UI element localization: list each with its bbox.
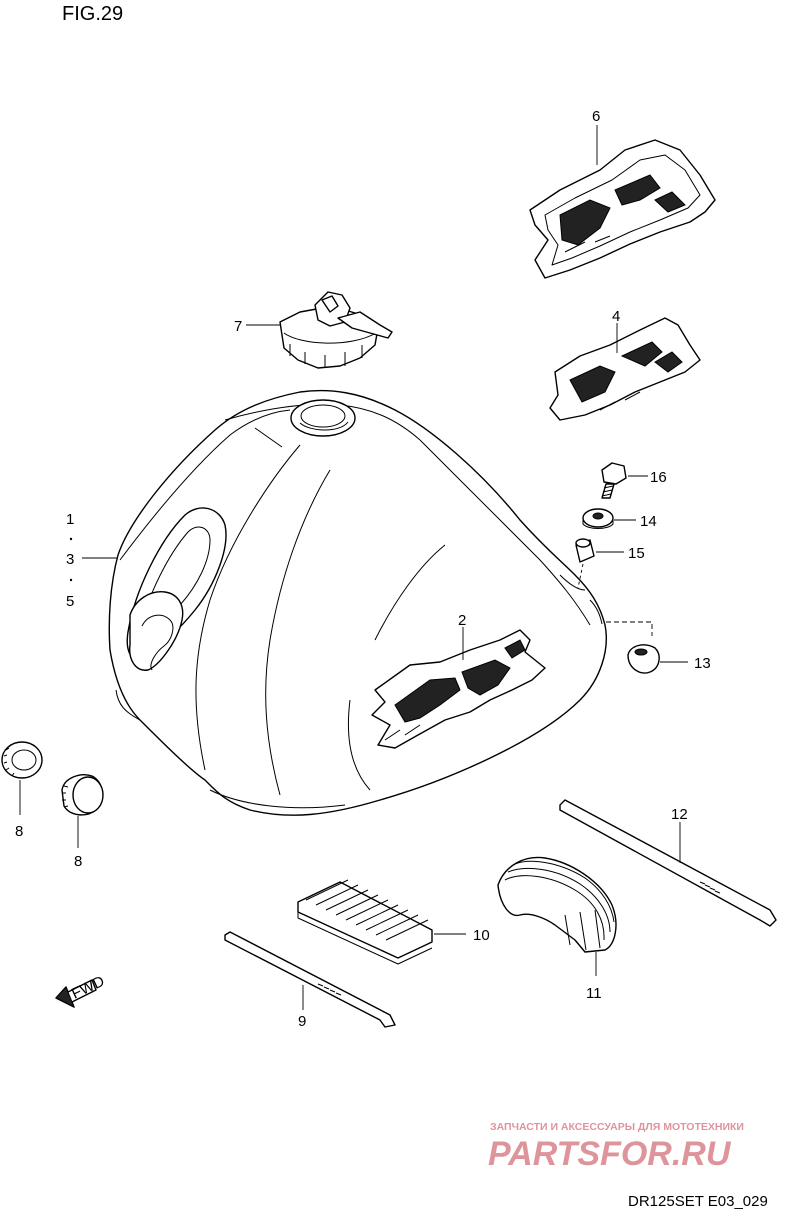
cap-8-right bbox=[61, 774, 104, 848]
cushion-pad-10 bbox=[297, 879, 466, 965]
fuel-cap bbox=[246, 291, 393, 369]
label-part-8-left: 8 bbox=[15, 823, 23, 840]
tank-decal-4 bbox=[549, 317, 701, 421]
label-part-2: 2 bbox=[458, 612, 466, 629]
label-part-11: 11 bbox=[586, 985, 602, 1002]
label-part-4: 4 bbox=[612, 308, 620, 325]
label-part-8-right: 8 bbox=[74, 853, 82, 870]
label-part-12: 12 bbox=[671, 806, 688, 823]
label-part-9: 9 bbox=[298, 1013, 306, 1030]
figure-label: FIG.29 bbox=[62, 3, 123, 25]
cable-tie-9 bbox=[224, 931, 396, 1028]
label-part-16: 16 bbox=[650, 469, 667, 486]
collar-15 bbox=[575, 538, 624, 589]
watermark-brand: PARTSFOR.RU bbox=[488, 1135, 732, 1173]
watermark-tagline: ЗАПЧАСТИ И АКСЕССУАРЫ ДЛЯ МОТОТЕХНИКИ bbox=[490, 1121, 744, 1133]
washer-14 bbox=[582, 508, 636, 529]
fwd-arrow-icon: FWD bbox=[55, 973, 107, 1009]
label-part-6: 6 bbox=[592, 108, 600, 125]
label-part-1: 1 bbox=[66, 511, 74, 528]
rubber-boot-11 bbox=[497, 856, 617, 976]
cable-tie-12 bbox=[559, 799, 777, 927]
label-part-5: 5 bbox=[66, 593, 74, 610]
grommet-13 bbox=[606, 621, 688, 674]
label-part-15: 15 bbox=[628, 545, 645, 562]
label-part-13: 13 bbox=[694, 655, 711, 672]
label-part-3: 3 bbox=[66, 551, 74, 568]
tank-decal-dr bbox=[371, 629, 546, 749]
diagram-code: DR125SET E03_029 bbox=[628, 1193, 768, 1210]
cap-8-left bbox=[1, 741, 43, 815]
fwd-label: FWD bbox=[69, 973, 107, 1003]
fuel-tank bbox=[108, 389, 607, 816]
label-part-10: 10 bbox=[473, 927, 490, 944]
label-part-14: 14 bbox=[640, 513, 657, 530]
bolt-16 bbox=[601, 462, 648, 499]
tank-decal-large-6 bbox=[529, 139, 716, 279]
watermark: ЗАПЧАСТИ И АКСЕССУАРЫ ДЛЯ МОТОТЕХНИКИ PA… bbox=[488, 1121, 744, 1173]
label-part-7: 7 bbox=[234, 318, 242, 335]
